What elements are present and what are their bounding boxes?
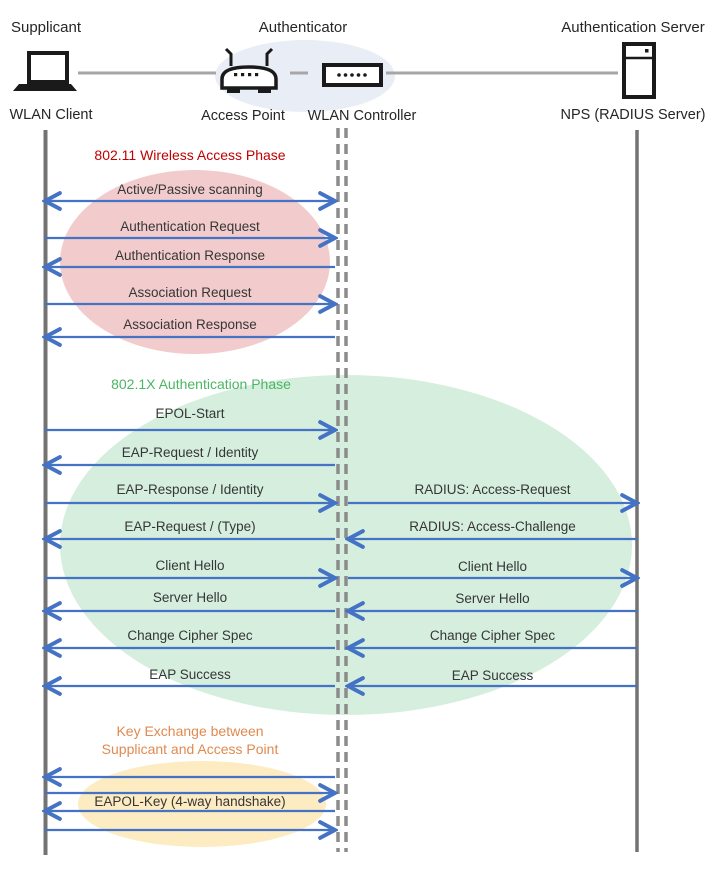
server-icon bbox=[622, 42, 656, 99]
wireless-access-phase-ellipse bbox=[60, 170, 330, 354]
lifelines bbox=[43, 128, 639, 855]
authenticator-highlight-ellipse bbox=[215, 40, 395, 112]
access-point-icon bbox=[220, 47, 278, 93]
laptop-icon bbox=[13, 51, 77, 91]
key-exchange-phase-ellipse bbox=[78, 761, 326, 847]
message-arrows bbox=[45, 201, 637, 830]
wlan-controller-icon bbox=[322, 63, 383, 87]
